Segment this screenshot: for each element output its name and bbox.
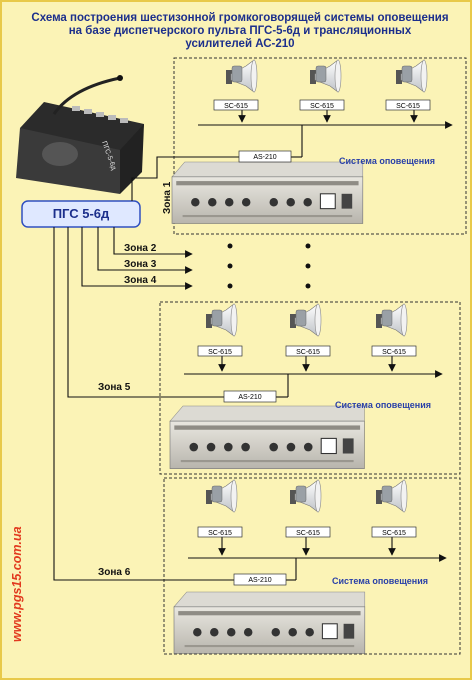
amp-label-box-3	[233, 573, 287, 586]
horn-speaker-icon	[205, 303, 238, 337]
amplifier-2	[169, 405, 365, 470]
speaker-label: SC-615	[296, 349, 320, 356]
horn-speaker-icon	[395, 59, 428, 93]
speaker-label: SC-615	[382, 349, 406, 356]
zone-4-label: Зона 4	[124, 275, 157, 286]
system-caption-2: Система оповещения	[335, 400, 431, 410]
speaker-label: SC-615	[310, 103, 334, 110]
zone-lines	[53, 227, 234, 581]
horn-speaker-icon	[309, 59, 342, 93]
horn-speaker-icon	[375, 479, 408, 513]
amp-label-3: AS-210	[248, 577, 271, 584]
speaker-labels-2: SC-615 SC-615 SC-615	[197, 345, 417, 357]
amp-label-box-2	[223, 390, 277, 403]
page-title: Схема построения шестизонной громкоговор…	[20, 12, 460, 51]
horn-speaker-icon	[289, 479, 322, 513]
amp-label-box-1	[238, 150, 292, 163]
horn-speaker-icon	[205, 479, 238, 513]
speaker-labels-3: SC-615 SC-615 SC-615	[197, 526, 417, 538]
system-caption-3: Система оповещения	[332, 576, 428, 586]
speaker-label: SC-615	[208, 349, 232, 356]
console-device: ПГС-5-6д	[16, 75, 144, 194]
amplifier-3	[173, 591, 366, 655]
continuation-dots	[227, 243, 311, 289]
website-watermark: www.pgs15.com.ua	[10, 526, 24, 642]
speakers-system-3	[205, 479, 408, 513]
speaker-labels-1: SC-615 SC-615 SC-615	[213, 99, 431, 111]
system-caption-1: Система оповещения	[339, 156, 435, 166]
console-label-box	[21, 200, 141, 228]
system-box-1	[173, 57, 467, 235]
title-line-1: Схема построения шестизонной громкоговор…	[31, 12, 449, 24]
amp-label-1: AS-210	[253, 154, 276, 161]
speaker-label: SC-615	[382, 530, 406, 537]
console-label: ПГС 5-6д	[53, 206, 110, 221]
speakers-system-1	[225, 59, 428, 93]
amplifier-1	[171, 161, 364, 225]
zone-6-label: Зона 6	[98, 567, 131, 578]
speaker-label: SC-615	[224, 103, 248, 110]
amp-label-2: AS-210	[238, 394, 261, 401]
title-line-2: на базе диспетчерского пульта ПГС-5-6д и…	[68, 25, 412, 37]
zone-5-label: Зона 5	[98, 382, 131, 393]
system-3-wiring	[188, 532, 447, 581]
horn-speaker-icon	[375, 303, 408, 337]
zone-3-label: Зона 3	[124, 259, 157, 270]
horn-speaker-icon	[289, 303, 322, 337]
system-box-3	[163, 477, 461, 655]
system-box-2	[159, 301, 461, 475]
speakers-system-2	[205, 303, 408, 337]
horn-speaker-icon	[225, 59, 258, 93]
title-line-3: усилителей АС-210	[185, 38, 295, 50]
zone-2-label: Зона 2	[124, 243, 157, 254]
speaker-label: SC-615	[296, 530, 320, 537]
zone-1-label: Зона 1	[162, 181, 173, 214]
speaker-label: SC-615	[208, 530, 232, 537]
speaker-label: SC-615	[396, 103, 420, 110]
